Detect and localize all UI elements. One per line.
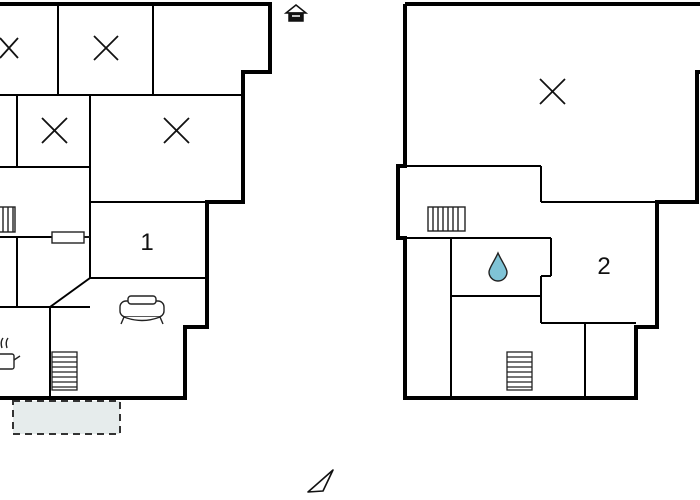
north-arrow-icon: [307, 469, 334, 493]
cross-mark-icon: [41, 117, 68, 144]
cross-mark-icon: [93, 35, 119, 61]
cross-mark-icon: [539, 78, 566, 105]
heater-icon: [51, 231, 90, 244]
water-drop-icon: [488, 251, 508, 282]
radiator-icon: [0, 206, 16, 233]
cross-mark-icon: [0, 37, 19, 59]
ground-floor-partitions: [0, 4, 243, 398]
ground-floor-plan: 1: [0, 2, 272, 435]
terrace-outline: [12, 400, 121, 435]
stove-icon: [0, 337, 21, 370]
room-number-label: 2: [597, 253, 610, 280]
cross-mark-icon: [163, 117, 190, 144]
sofa-icon: [119, 295, 165, 325]
ground-floor-outer-wall: [0, 2, 272, 400]
staircase-icon: [51, 351, 78, 391]
upper-floor-partitions: [398, 165, 657, 398]
room-number-label: 1: [140, 229, 153, 256]
staircase-icon: [506, 351, 533, 391]
upper-floor-plan: 2: [396, 2, 700, 400]
radiator-icon: [427, 206, 466, 232]
house-entrance-icon: [283, 4, 309, 22]
